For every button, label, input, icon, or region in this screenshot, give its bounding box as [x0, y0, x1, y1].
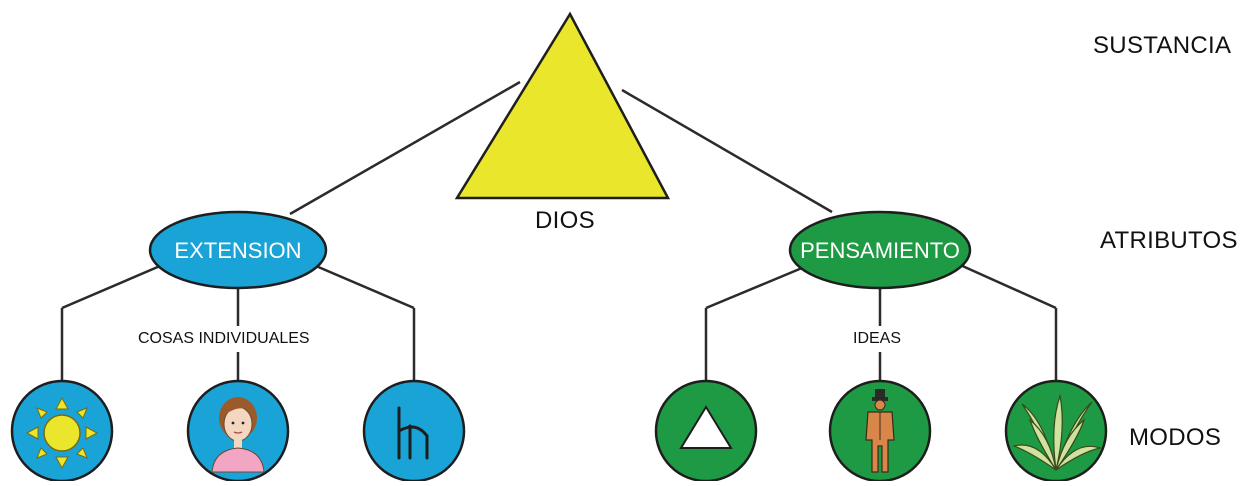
plant-icon	[1004, 379, 1108, 483]
god-label: DIOS	[535, 207, 595, 234]
person-icon	[186, 379, 290, 483]
level-attributes: ATRIBUTOS	[1100, 227, 1238, 254]
connector-god-extension	[289, 80, 521, 216]
extension-modes-label: COSAS INDIVIDUALES	[138, 330, 310, 347]
connector-thought-left	[705, 266, 803, 310]
thought-modes-label: IDEAS	[853, 330, 902, 347]
extension-node	[148, 210, 328, 290]
god-triangle	[454, 11, 671, 200]
thought-node	[788, 210, 972, 290]
level-substance: SUSTANCIA	[1093, 32, 1232, 59]
connectors	[60, 80, 1058, 388]
connector-extension-left	[61, 264, 161, 310]
extension-label: EXTENSION	[174, 238, 301, 263]
triangle-icon	[654, 379, 758, 483]
sun-icon	[10, 379, 114, 483]
figure-icon	[828, 379, 932, 483]
thought-label: PENSAMIENTO	[800, 238, 960, 263]
connector-god-thought	[621, 88, 833, 214]
connector-thought-right	[957, 262, 1057, 310]
level-modes: MODOS	[1129, 424, 1222, 451]
chair-icon	[362, 379, 466, 483]
connector-extension-right	[315, 264, 415, 310]
